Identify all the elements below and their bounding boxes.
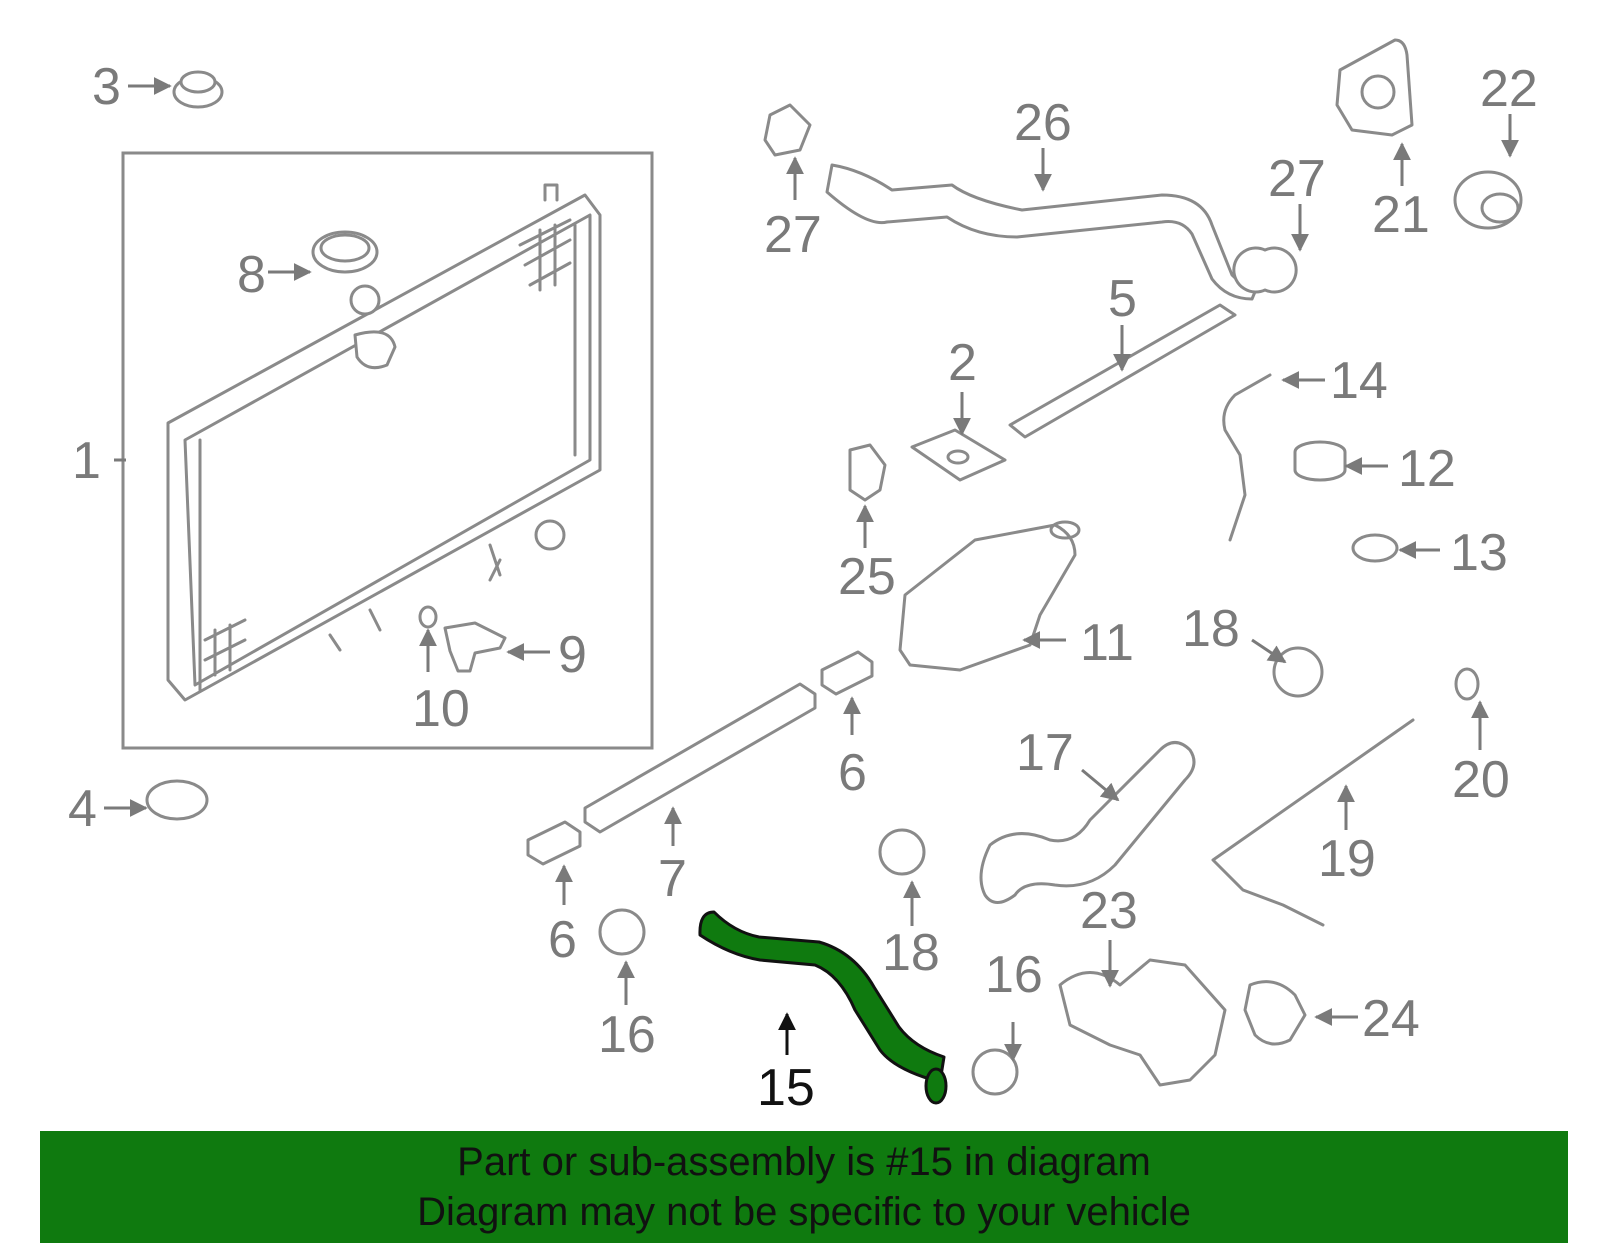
clamp-part-27-left (763, 103, 812, 157)
lower-hose-part-15-highlighted (698, 910, 946, 1084)
pipe-part-19 (1211, 718, 1415, 927)
clip-part-25 (848, 443, 887, 502)
seal-part-4 (145, 779, 209, 821)
o-ring-part-20 (1454, 667, 1480, 701)
callout-4: 4 (68, 780, 97, 838)
block-part-6-upper (820, 650, 874, 696)
clamp-part-16-right (971, 1048, 1019, 1096)
callout-18-lower: 18 (882, 924, 940, 982)
water-outlet-part-23 (1058, 958, 1227, 1087)
callout-21: 21 (1372, 186, 1430, 244)
block-part-6-lower (526, 820, 582, 866)
callout-9: 9 (558, 626, 587, 684)
callout-18-upper: 18 (1182, 600, 1240, 658)
callout-16-right: 16 (985, 946, 1043, 1004)
callout-24: 24 (1362, 990, 1420, 1048)
cap-part-12 (1293, 440, 1347, 482)
callout-20: 20 (1452, 751, 1510, 809)
gasket-plate-part-21 (1335, 38, 1414, 137)
callout-10: 10 (412, 680, 470, 738)
callout-5: 5 (1108, 270, 1137, 328)
radiator-assembly-frame (121, 151, 654, 750)
clamp-part-27-right (1232, 246, 1298, 294)
callout-6-upper: 6 (838, 744, 867, 802)
clamp-part-16-left (598, 908, 646, 956)
reservoir-tank-part-11 (898, 523, 1077, 672)
hose-part-17 (979, 741, 1196, 904)
hose-part-14 (1222, 373, 1272, 542)
radiator-cap-part-8 (311, 230, 379, 274)
gasket-part-24 (1243, 980, 1307, 1046)
callout-25: 25 (838, 548, 896, 606)
callout-27-left: 27 (764, 206, 822, 264)
callout-1: 1 (72, 432, 101, 490)
callout-23: 23 (1080, 882, 1138, 940)
callout-26: 26 (1014, 94, 1072, 152)
clamp-part-18-upper (1272, 646, 1324, 698)
callout-6-lower: 6 (548, 911, 577, 969)
callout-8: 8 (237, 246, 266, 304)
o-ring-part-13 (1351, 533, 1399, 563)
callout-12: 12 (1398, 440, 1456, 498)
callout-labels: 1 2 3 4 5 6 6 7 8 9 10 11 12 13 14 15 16… (68, 58, 1538, 1117)
banner-part-line: Part or sub-assembly is #15 in diagram (457, 1140, 1151, 1184)
callout-15-highlighted: 15 (757, 1059, 815, 1117)
drain-plug-part-9 (443, 621, 507, 673)
bar-part-7 (583, 682, 817, 834)
radiator-part-1 (166, 183, 602, 702)
o-ring-part-10 (418, 605, 438, 629)
cap-part-3 (172, 70, 224, 109)
bracket-part-2 (910, 428, 1007, 482)
leader-lines (104, 77, 1519, 1062)
callout-16-left: 16 (598, 1006, 656, 1064)
callout-14: 14 (1330, 352, 1388, 410)
clamp-part-18-lower (878, 828, 926, 876)
callout-17: 17 (1016, 724, 1074, 782)
callout-7: 7 (658, 850, 687, 908)
callout-11: 11 (1080, 614, 1134, 672)
callout-2: 2 (948, 334, 977, 392)
callout-22: 22 (1480, 60, 1538, 118)
banner-disclaimer-line: Diagram may not be specific to your vehi… (417, 1190, 1191, 1234)
callout-13: 13 (1450, 524, 1508, 582)
callout-19: 19 (1318, 830, 1376, 888)
info-banner: Part or sub-assembly is #15 in diagram D… (40, 1131, 1568, 1243)
callout-3: 3 (92, 58, 121, 116)
callout-27-right: 27 (1268, 150, 1326, 208)
filler-cap-part-22 (1453, 170, 1523, 230)
